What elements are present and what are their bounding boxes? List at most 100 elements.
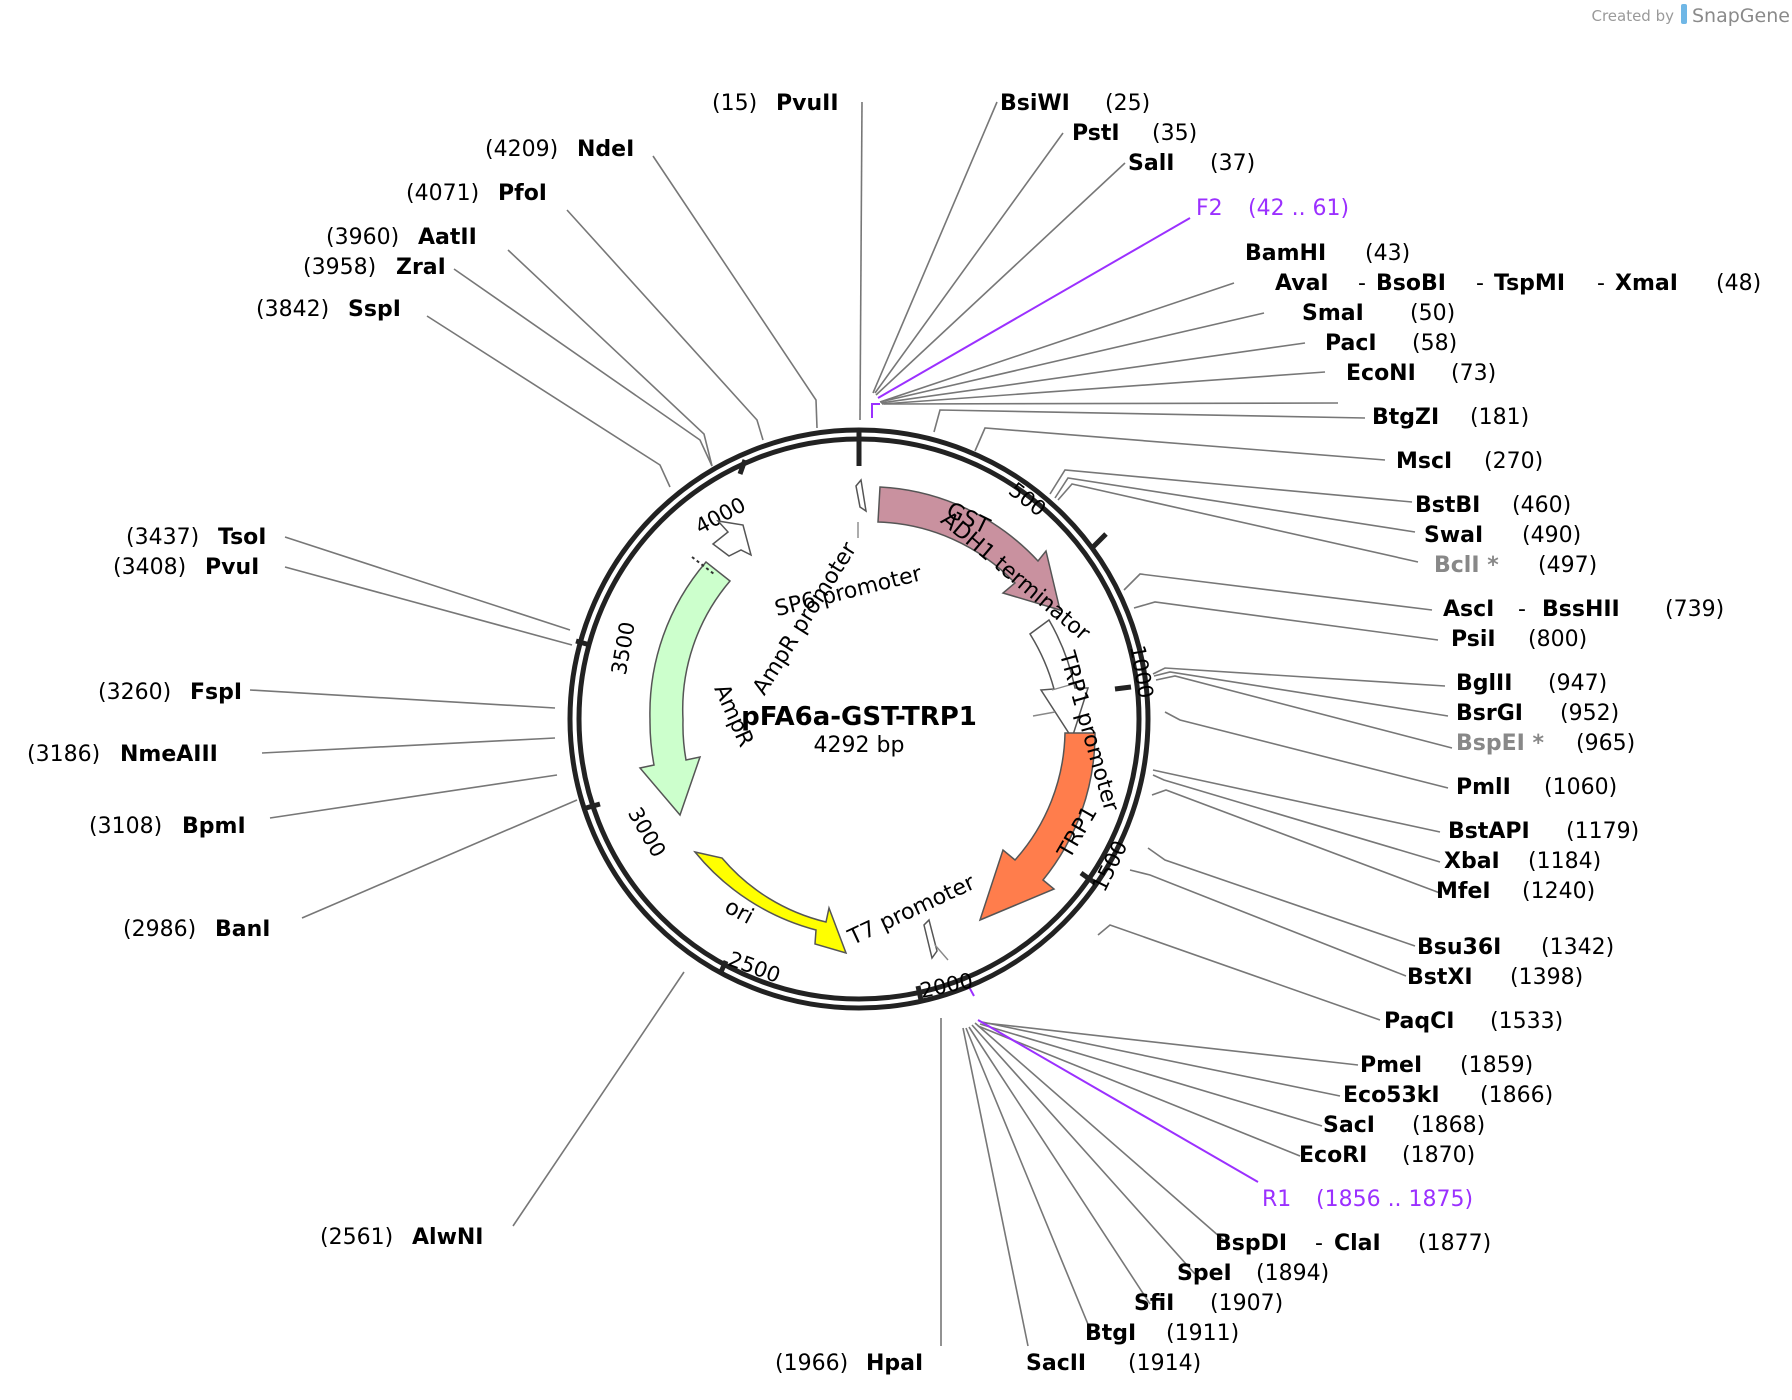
- leader-smai: [880, 342, 1306, 404]
- site-f2: F2: [1196, 196, 1223, 221]
- sp6-promoter-arrow: [855, 478, 868, 513]
- site-sfii: SfiI: [1134, 1291, 1174, 1316]
- site-bamhi: BamHI: [1245, 241, 1326, 266]
- site-avai: AvaI: [1275, 271, 1329, 296]
- site-fspi: FspI: [190, 680, 242, 705]
- snapgene-credit: Created by SnapGene: [1591, 4, 1790, 27]
- tick-marks: [575, 430, 1132, 1001]
- leader-sali: [875, 162, 1126, 396]
- leader-bsu36i: [1147, 847, 1416, 947]
- site-bstapi: BstAPI: [1448, 819, 1530, 844]
- leader-spei: [971, 1024, 1196, 1275]
- pos-msci: (270): [1484, 449, 1543, 474]
- f2-primer-mark: [871, 403, 880, 418]
- leader-r1: [977, 1019, 1259, 1183]
- tick-500: [1089, 532, 1108, 551]
- leader-tsoi: [284, 536, 571, 631]
- pos-fspi: (3260): [98, 680, 171, 705]
- site-xbai: XbaI: [1444, 849, 1500, 874]
- site-pmei: PmeI: [1360, 1053, 1422, 1078]
- tick-2000: [915, 985, 924, 1001]
- site-r1: R1: [1262, 1187, 1291, 1212]
- leader-saci: [979, 1023, 1323, 1127]
- site-swai: SwaI: [1424, 523, 1483, 548]
- pos-btgi: (1911): [1166, 1321, 1239, 1346]
- leader-ecori: [977, 1025, 1301, 1157]
- t7-promoter-arrow: [923, 918, 938, 960]
- credit-prefix: Created by: [1591, 7, 1674, 25]
- tick-2500: [717, 959, 729, 976]
- site-sali: SalI: [1128, 151, 1174, 176]
- leader-bsrgi: [1153, 671, 1449, 717]
- pos-econi: (73): [1451, 361, 1496, 386]
- leader-pmli: [1164, 711, 1449, 789]
- site-paci: PacI: [1325, 331, 1377, 356]
- adh1-terminator-label: ADH1 terminator: [936, 507, 1096, 647]
- pos-psti: (35): [1152, 121, 1197, 146]
- pos-sfii: (1907): [1210, 1291, 1283, 1316]
- site-pmli: PmlI: [1456, 775, 1511, 800]
- leader-bani: [301, 799, 578, 919]
- leader-pmei: [984, 1022, 1359, 1066]
- site-sacii: SacII: [1026, 1351, 1086, 1376]
- leader-bspei: [1155, 675, 1453, 749]
- trp1-promoter-label-leader: [1032, 711, 1056, 717]
- site-tsoi: TsoI: [218, 525, 266, 550]
- sep-asci-bsshii: -: [1518, 597, 1526, 622]
- tick-label-1000: 1000: [1125, 643, 1158, 700]
- site-ndei: NdeI: [577, 137, 634, 162]
- pos-paci: (58): [1412, 331, 1457, 356]
- pos-bspdi-group: (1877): [1418, 1231, 1491, 1256]
- leader-bsiwi: [872, 101, 998, 394]
- site-bspei: BspEI *: [1456, 731, 1544, 756]
- site-bsu36i: Bsu36I: [1417, 935, 1501, 960]
- leader-aatii: [507, 249, 713, 467]
- leader-bstbi: [1049, 469, 1413, 503]
- site-bsrgi: BsrGI: [1456, 701, 1523, 726]
- pos-bpmi: (3108): [89, 814, 162, 839]
- site-saci: SacI: [1323, 1113, 1375, 1138]
- site-clai: ClaI: [1334, 1231, 1381, 1256]
- pos-bamhi: (43): [1365, 241, 1410, 266]
- site-eco53ki: Eco53kI: [1343, 1083, 1440, 1108]
- pos-mfei: (1240): [1522, 879, 1595, 904]
- pos-zrai: (3958): [303, 255, 376, 280]
- feature-arrows: [638, 478, 1096, 961]
- ampr-promoter-label: AmpR promoter: [748, 537, 862, 699]
- site-bstbi: BstBI: [1415, 493, 1480, 518]
- pos-r1: (1856 .. 1875): [1316, 1187, 1473, 1212]
- leader-xbai: [1152, 774, 1441, 863]
- site-mfei: MfeI: [1436, 879, 1491, 904]
- sep-bspdi-clai: -: [1315, 1231, 1323, 1256]
- leader-psii: [1133, 601, 1439, 641]
- pos-spei: (1894): [1256, 1261, 1329, 1286]
- pos-alwni: (2561): [320, 1225, 393, 1250]
- pos-pmei: (1859): [1460, 1053, 1533, 1078]
- site-btgi: BtgI: [1085, 1321, 1136, 1346]
- site-msci: MscI: [1396, 449, 1452, 474]
- tick-label-1500: 1500: [1087, 837, 1132, 896]
- site-paqci: PaqCI: [1384, 1009, 1454, 1034]
- sep-bsobi-tspmi: -: [1476, 271, 1484, 296]
- site-pvui: PvuI: [205, 555, 259, 580]
- pos-avai-group: (48): [1716, 271, 1761, 296]
- leader-btgzi: [933, 409, 1366, 433]
- tick-4000: [737, 459, 748, 475]
- site-psii: PsiI: [1451, 627, 1496, 652]
- pos-sali: (37): [1210, 151, 1255, 176]
- site-bpmi: BpmI: [182, 814, 246, 839]
- leader-eco53ki: [981, 1021, 1341, 1097]
- site-labels: (15) PvuII BsiWI (25) PstI (35) SalI (37…: [27, 91, 1761, 1376]
- leader-paci: [881, 371, 1326, 405]
- site-xmai: XmaI: [1615, 271, 1678, 296]
- leader-pvuii: [859, 101, 863, 421]
- sep-tspmi-xmai: -: [1597, 271, 1605, 296]
- pos-pmli: (1060): [1544, 775, 1617, 800]
- site-bsobi: BsoBI: [1376, 271, 1446, 296]
- gst-arrow: [877, 486, 1062, 612]
- site-hpai: HpaI: [866, 1351, 923, 1376]
- pos-sspi: (3842): [256, 297, 329, 322]
- pos-pvuii: (15): [712, 91, 757, 116]
- pos-saci: (1868): [1412, 1113, 1485, 1138]
- site-bcli: BclI *: [1434, 553, 1499, 578]
